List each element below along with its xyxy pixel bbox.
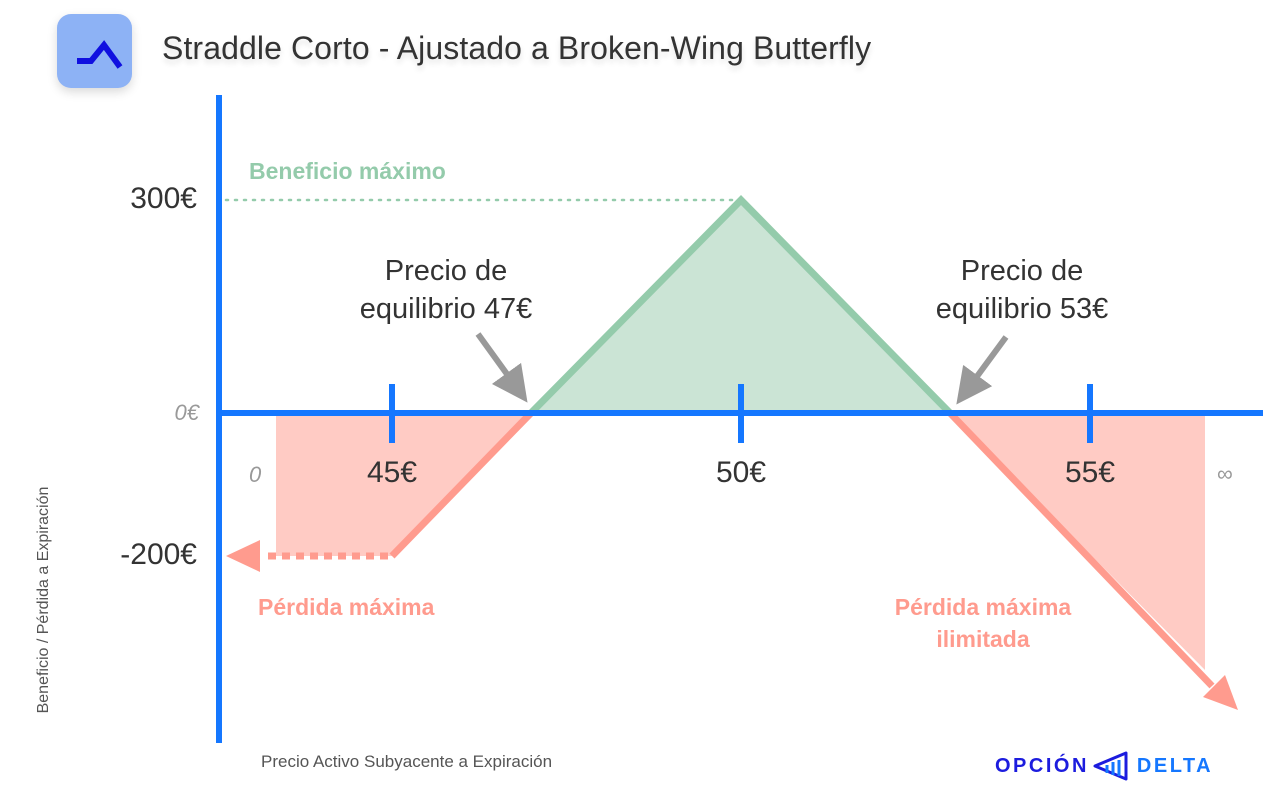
loss-arrowhead-right — [1203, 675, 1238, 710]
payoff-diagram-icon — [77, 40, 123, 69]
breakeven-low-line1: Precio de — [384, 255, 508, 287]
y-tick-minus-200: -200€ — [120, 538, 197, 571]
breakeven-high-arrow — [956, 335, 1009, 405]
x-tick-label-45: 45€ — [366, 456, 418, 489]
profit-line — [528, 195, 953, 416]
loss-area-left — [276, 413, 531, 556]
breakeven-high-label: Precio de equilibrio 53€ — [906, 252, 1138, 328]
brand-left-text: OPCIÓN — [995, 754, 1089, 777]
page-title: Straddle Corto - Ajustado a Broken-Wing … — [162, 30, 872, 66]
y-tick-0: 0€ — [174, 400, 199, 425]
profit-area — [531, 200, 950, 413]
x-tick-label-55: 55€ — [1064, 456, 1116, 489]
breakeven-low-label: Precio de equilibrio 47€ — [330, 252, 562, 328]
loss-line-left — [389, 410, 534, 559]
logo-tile — [57, 14, 132, 88]
brand-right-text: DELTA — [1136, 754, 1214, 777]
brand-logo: OPCIÓN DELTA — [995, 751, 1213, 781]
delta-triangle-icon — [1093, 751, 1128, 781]
y-tick-300: 300€ — [130, 182, 197, 215]
x-end-infinity-label: ∞ — [1217, 461, 1233, 486]
breakeven-low-line2: equilibrio 47€ — [359, 293, 533, 325]
loss-arrowhead-left — [226, 540, 260, 572]
max-profit-label: Beneficio máximo — [249, 158, 446, 184]
breakeven-high-line2: equilibrio 53€ — [935, 293, 1109, 325]
x-tick-label-50: 50€ — [715, 456, 767, 489]
breakeven-high-line1: Precio de — [960, 255, 1084, 287]
loss-line-right — [947, 410, 1215, 689]
unlimited-loss-label: Pérdida máxima ilimitada — [876, 591, 1090, 655]
x-axis-title: Precio Activo Subyacente a Expiración — [261, 752, 553, 771]
unlimited-loss-line2: ilimitada — [936, 626, 1030, 652]
breakeven-low-arrow — [475, 332, 528, 403]
y-axis-title: Beneficio / Pérdida a Expiración — [35, 486, 52, 714]
x-start-label: 0 — [249, 462, 262, 487]
max-loss-label: Pérdida máxima — [258, 594, 435, 620]
unlimited-loss-line1: Pérdida máxima — [894, 594, 1072, 620]
